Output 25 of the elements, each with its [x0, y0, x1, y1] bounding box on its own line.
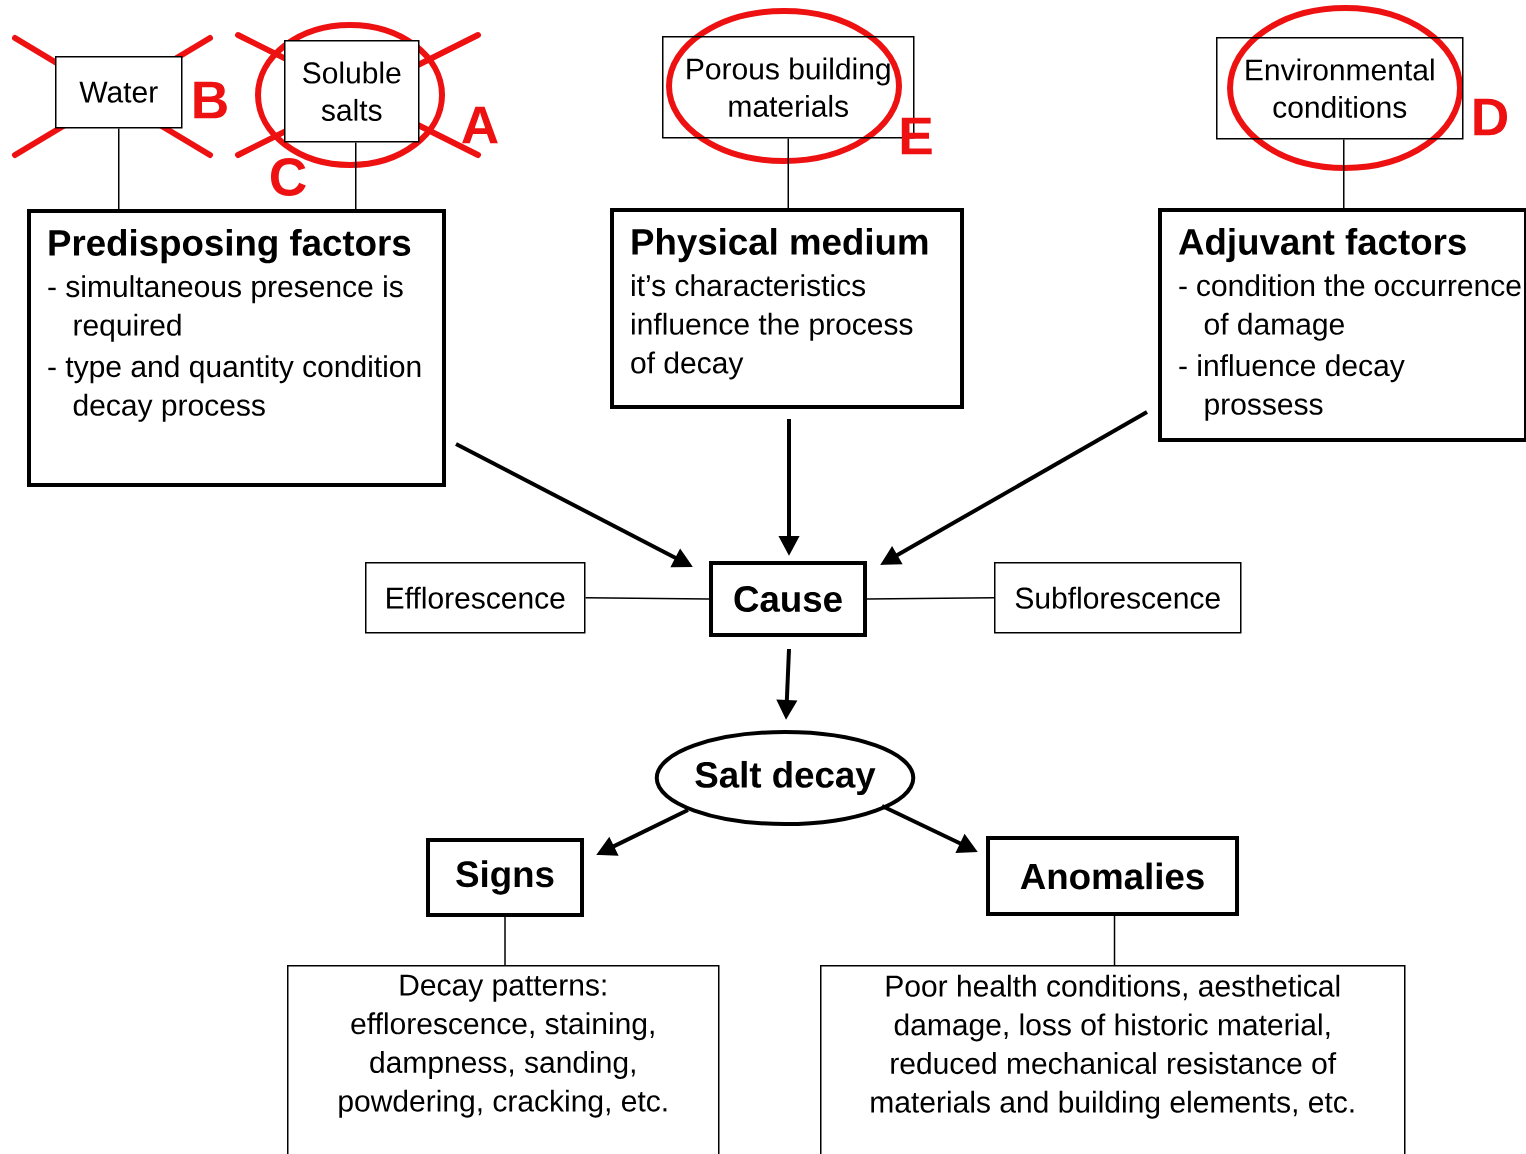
description-box: Poor health conditions, aesthetical damage, loss of historic material, reduced mechanical resistance of materials and building elements, etc. [820, 965, 1406, 1154]
annotation-letter: D [1474, 98, 1507, 136]
annotation-letter: A [462, 106, 498, 144]
connector-line [1343, 138, 1345, 209]
factor-box: Environmental conditions [1216, 37, 1464, 140]
stage-box: Anomalies [986, 836, 1239, 916]
factor-box: Water [55, 56, 183, 129]
description-box: Decay patterns: efflorescence, staining, dampness, sanding, powdering, cracking, etc. [287, 965, 720, 1154]
factor-box: Soluble salts [284, 40, 420, 143]
factor-box: Subflorescence [994, 562, 1242, 634]
text-box: Adjuvant factors - condition the occurrence of damage - influence decay prossess [1158, 208, 1526, 442]
connector-line [118, 127, 120, 210]
stage-box: Cause [709, 561, 867, 637]
connector-line [787, 137, 789, 209]
connector-line [1113, 915, 1116, 966]
annotation-letter: C [270, 158, 306, 196]
text-box: Predisposing factors - simultaneous presence is required - type and quantity condition decay process [27, 209, 446, 487]
connector-line [584, 597, 710, 600]
connector-line [504, 916, 506, 966]
connector-line [866, 597, 995, 600]
stage-box: Signs [426, 838, 584, 917]
connector-line [355, 141, 357, 210]
factor-box: Efflorescence [365, 562, 586, 634]
text-box: Physical medium it’s characteristics influence the process of decay [610, 208, 964, 409]
annotation-letter: B [194, 81, 227, 119]
